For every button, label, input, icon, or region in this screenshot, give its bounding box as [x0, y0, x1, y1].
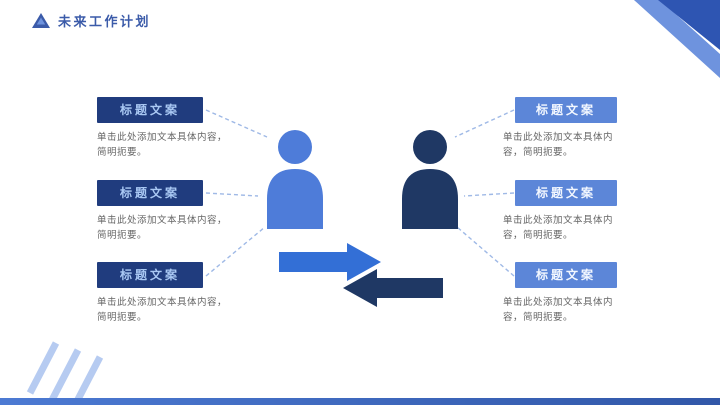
corner-decoration — [634, 0, 720, 78]
title-box: 标题文案 — [97, 180, 203, 206]
person-icon-left — [267, 130, 323, 229]
item-description: 单击此处添加文本具体内容，简明扼要。 — [503, 215, 614, 241]
list-item: 标题文案 单击此处添加文本具体内容，简明扼要。 — [97, 262, 229, 325]
stripe-decoration — [26, 341, 104, 405]
title-box: 标题文案 — [515, 180, 617, 206]
item-description: 单击此处添加文本具体内容，简明扼要。 — [97, 297, 228, 323]
list-item: 标题文案 单击此处添加文本具体内容，简明扼要。 — [503, 180, 631, 243]
logo-icon — [32, 13, 50, 28]
list-item: 标题文案 单击此处添加文本具体内容，简明扼要。 — [503, 262, 631, 325]
bottom-bar-decoration — [0, 398, 720, 405]
person-icon-right — [402, 130, 458, 229]
item-description: 单击此处添加文本具体内容，简明扼要。 — [97, 132, 228, 158]
swap-arrow-left-icon — [343, 269, 443, 307]
title-box: 标题文案 — [97, 97, 203, 123]
item-description: 单击此处添加文本具体内容，简明扼要。 — [97, 215, 228, 241]
item-description: 单击此处添加文本具体内容，简明扼要。 — [503, 132, 614, 158]
title-box: 标题文案 — [515, 262, 617, 288]
list-item: 标题文案 单击此处添加文本具体内容，简明扼要。 — [503, 97, 631, 160]
title-box: 标题文案 — [97, 262, 203, 288]
slide-header: 未来工作计划 — [32, 11, 151, 30]
list-item: 标题文案 单击此处添加文本具体内容，简明扼要。 — [97, 180, 229, 243]
item-description: 单击此处添加文本具体内容，简明扼要。 — [503, 297, 614, 323]
title-box: 标题文案 — [515, 97, 617, 123]
swap-arrow-right-icon — [279, 243, 381, 281]
list-item: 标题文案 单击此处添加文本具体内容，简明扼要。 — [97, 97, 229, 160]
connector-lines — [205, 109, 515, 277]
page-title: 未来工作计划 — [58, 14, 152, 29]
